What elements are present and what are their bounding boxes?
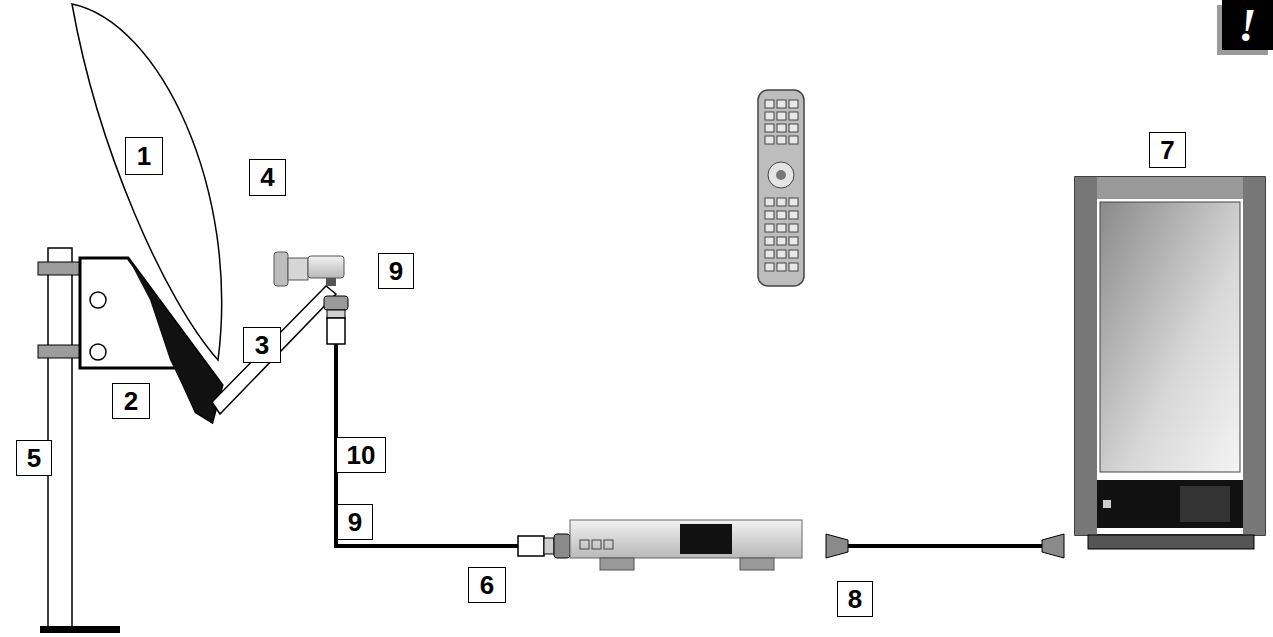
callout-number: 1	[125, 137, 163, 175]
callout-text: 10	[347, 440, 376, 471]
remote-buttons	[765, 100, 798, 271]
f-connector	[324, 296, 348, 344]
callout-text: 3	[255, 330, 269, 361]
callout-number: 3	[243, 327, 281, 363]
callout-number: 8	[837, 581, 873, 617]
callout-number: 4	[249, 159, 286, 196]
callout-text: 9	[389, 256, 403, 287]
callout-number: 10	[336, 437, 386, 473]
callout-text: 4	[260, 162, 274, 193]
callout-number: 2	[112, 383, 150, 419]
feed-arm	[212, 286, 336, 414]
coax-cable	[336, 344, 544, 546]
callout-text: 5	[27, 443, 41, 474]
warning-icon: !	[1222, 0, 1273, 50]
callout-text: 2	[124, 386, 138, 417]
television	[1075, 177, 1265, 549]
callout-text: 8	[848, 584, 862, 615]
callout-text: 7	[1160, 135, 1174, 166]
callout-text: 6	[480, 570, 494, 601]
callout-number: 5	[16, 440, 52, 476]
callout-number: 6	[468, 567, 506, 603]
callout-text: 9	[348, 507, 362, 538]
callout-text: 1	[137, 141, 151, 172]
remote-control	[758, 90, 804, 286]
callout-number: 9	[337, 504, 373, 540]
receiver	[570, 520, 802, 570]
lnb	[274, 252, 344, 286]
f-connector	[518, 534, 570, 558]
warning-mark: !	[1239, 0, 1257, 52]
dish-reflector	[72, 4, 222, 360]
callout-number: 7	[1149, 132, 1186, 168]
callout-number: 9	[378, 253, 414, 289]
scart-cable	[826, 534, 1064, 558]
